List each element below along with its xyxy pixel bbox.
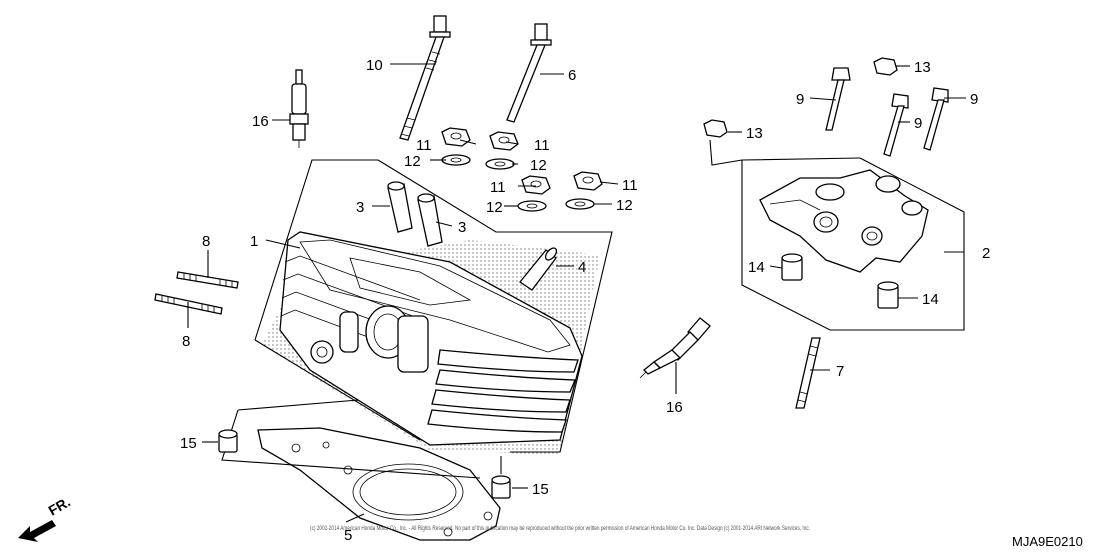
valve-guide-a[interactable] [387,181,413,233]
nut-c[interactable] [521,175,551,195]
callout-8b[interactable]: 8 [182,333,190,350]
callout-6[interactable]: 6 [568,67,576,84]
bolt-part-10[interactable] [399,15,451,141]
washer-d[interactable] [565,198,595,210]
callout-12c[interactable]: 12 [486,199,503,216]
bolt-part-9-a[interactable] [825,67,851,131]
cylinder-head[interactable] [262,231,600,455]
callout-13a[interactable]: 13 [914,59,931,76]
callout-9a[interactable]: 9 [796,91,804,108]
gasket-bracket [221,399,481,479]
callout-5[interactable]: 5 [344,527,352,544]
valve-guide-b[interactable] [417,193,443,247]
callout-16a[interactable]: 16 [252,113,269,130]
front-arrow-icon [18,520,56,542]
spark-plug-lower[interactable] [639,317,711,379]
collar-part-14-a[interactable] [781,253,803,281]
nut-a[interactable] [441,127,471,147]
callout-13b[interactable]: 13 [746,125,763,142]
callout-11d[interactable]: 11 [622,177,638,194]
front-label: FR. [46,493,74,518]
washer-a[interactable] [441,154,471,166]
front-indicator: FR. [18,493,73,542]
callout-2[interactable]: 2 [982,245,990,262]
callout-14a[interactable]: 14 [748,259,765,276]
callout-3a[interactable]: 3 [356,199,364,216]
callout-11c[interactable]: 11 [490,179,506,196]
bolt-part-6[interactable] [506,23,552,123]
stud-part-7[interactable] [795,337,821,409]
callout-14b[interactable]: 14 [922,291,939,308]
callout-labels: 1 2 3 3 4 5 6 7 8 8 9 9 9 10 11 11 11 11… [180,57,990,544]
nut-part-13-b[interactable] [703,119,728,138]
diagram-code: MJA9E0210 [1012,534,1083,549]
callout-11b[interactable]: 11 [534,137,550,154]
rocker-holder-group-outline [709,139,965,331]
callout-15b[interactable]: 15 [532,481,549,498]
valve-guide-c[interactable] [519,246,559,291]
washer-c[interactable] [517,200,547,212]
copyright-text: (c) 2002-2014 American Honda Motor Co., … [310,526,810,532]
spark-plug-upper[interactable] [289,69,309,148]
callout-3b[interactable]: 3 [458,219,466,236]
stud-bolt-upper[interactable] [176,271,239,289]
callout-8a[interactable]: 8 [202,233,210,250]
cylinder-head-gasket[interactable] [257,427,501,541]
nut-part-13-a[interactable] [873,57,898,76]
nut-b[interactable] [489,131,519,151]
callout-9c[interactable]: 9 [970,91,978,108]
callout-1[interactable]: 1 [250,233,258,250]
dowel-pin-lower[interactable] [491,475,511,499]
collar-part-14-b[interactable] [877,281,899,309]
bolt-part-9-b[interactable] [883,93,909,157]
callout-11a[interactable]: 11 [416,137,432,154]
callout-12a[interactable]: 12 [404,153,421,170]
callout-7[interactable]: 7 [836,363,844,380]
nut-d[interactable] [573,171,603,191]
rocker-arm-holder[interactable] [759,169,929,273]
callout-12b[interactable]: 12 [530,157,547,174]
callout-16b[interactable]: 16 [666,399,683,416]
callout-12d[interactable]: 12 [616,197,633,214]
bolt-part-9-c[interactable] [923,87,949,151]
callout-9b[interactable]: 9 [914,115,922,132]
leader-lines [187,63,966,523]
washer-b[interactable] [485,158,515,170]
callout-10[interactable]: 10 [366,57,383,74]
callout-15a[interactable]: 15 [180,435,197,452]
dowel-pin-upper[interactable] [218,429,238,453]
callout-4[interactable]: 4 [578,259,586,276]
